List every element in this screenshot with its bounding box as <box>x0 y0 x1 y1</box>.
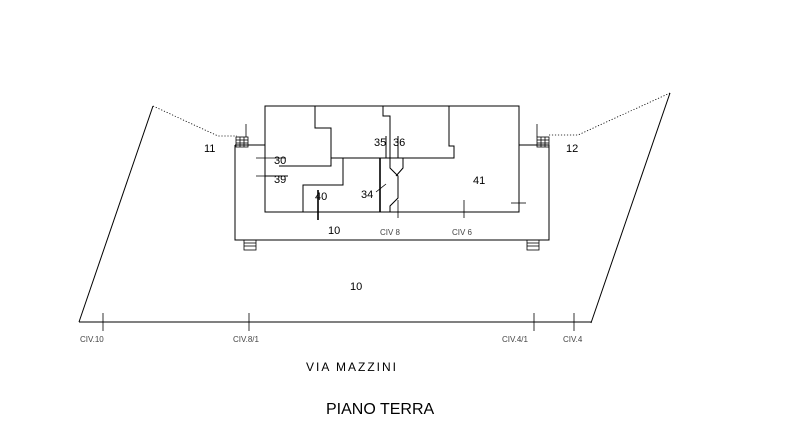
civic-8-1: CIV.8/1 <box>233 335 259 344</box>
unit-30: 30 <box>274 155 286 167</box>
lot-boundary <box>78 92 671 324</box>
civic-8: CIV 8 <box>380 228 401 237</box>
civic-10: CIV.10 <box>80 335 104 344</box>
civic-6: CIV 6 <box>452 228 473 237</box>
civic-4: CIV.4 <box>563 335 583 344</box>
unit-39: 39 <box>274 174 286 186</box>
building-rooms <box>256 105 526 220</box>
steps-right <box>536 124 550 148</box>
steps-bottom-left <box>243 239 257 251</box>
unit-41: 41 <box>473 175 485 187</box>
street-ticks <box>102 313 575 331</box>
street-name: VIA MAZZINI <box>306 360 398 374</box>
unit-11: 11 <box>204 143 215 155</box>
building-outline <box>234 144 550 241</box>
civic-4-1: CIV.4/1 <box>502 335 528 344</box>
unit-12: 12 <box>566 143 578 155</box>
steps-bottom-right <box>526 239 540 251</box>
unit-36: 36 <box>393 137 405 149</box>
unit-40: 40 <box>315 191 327 203</box>
steps-left <box>235 124 249 148</box>
unit-34: 34 <box>361 189 373 201</box>
drawing-title: PIANO TERRA <box>326 401 435 418</box>
unit-35: 35 <box>374 137 386 149</box>
unit-10-building: 10 <box>328 225 340 237</box>
unit-10-yard: 10 <box>350 281 362 293</box>
